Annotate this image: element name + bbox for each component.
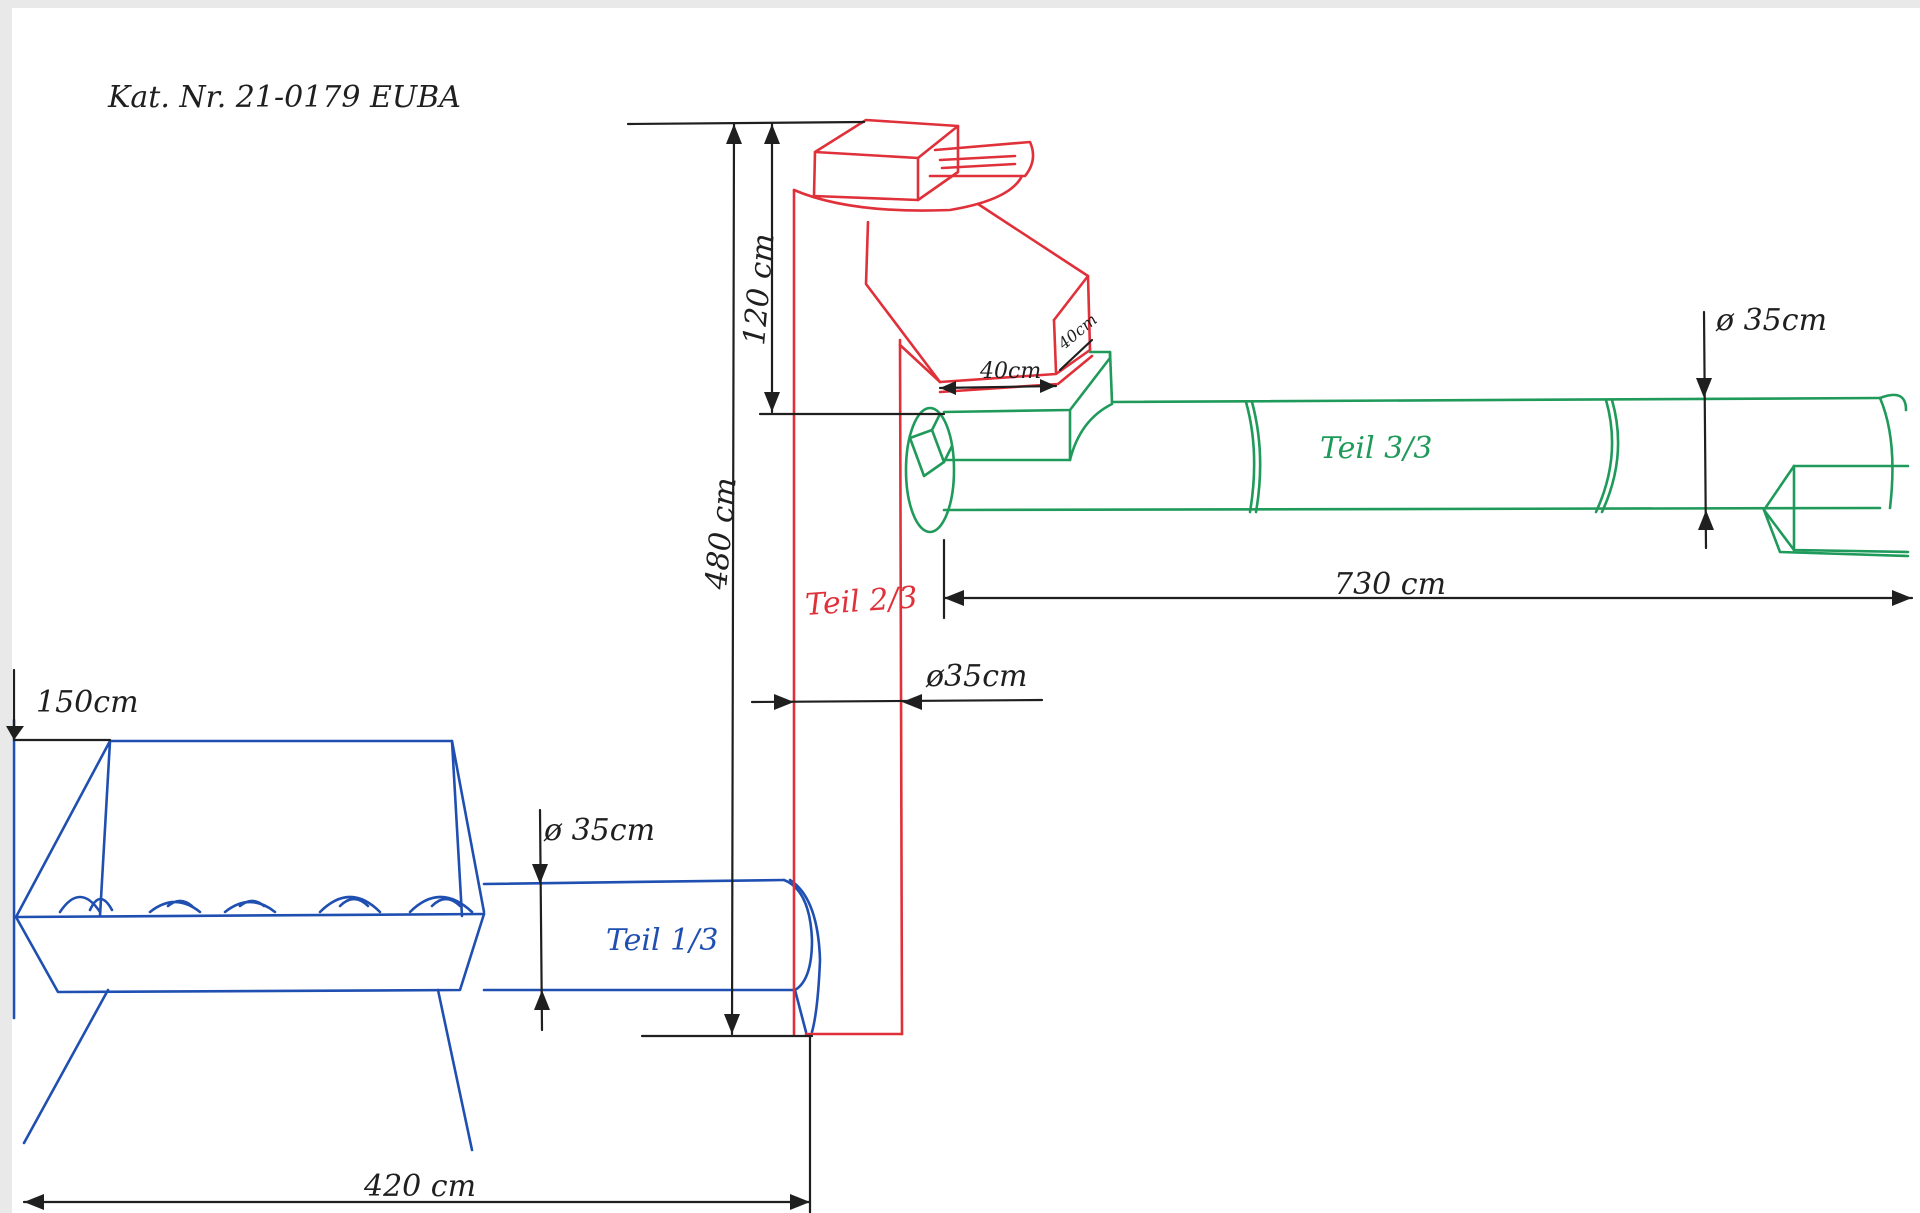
dimension-lines	[6, 120, 1914, 1213]
part-1-hopper	[12, 718, 486, 1152]
part-2-riser	[792, 118, 1094, 1036]
drawing-sheet	[12, 8, 1920, 1213]
horizontal-length-label: 730 cm	[1334, 567, 1446, 602]
part-3-diameter-label: ø 35cm	[1715, 303, 1827, 338]
total-height-label: 480 cm	[699, 476, 744, 592]
head-width-label: 40cm	[979, 359, 1041, 384]
catalog-number: Kat. Nr. 21-0179 EUBA	[107, 80, 461, 115]
part-2-label: Teil 2/3	[804, 580, 919, 623]
part-3-label: Teil 3/3	[1320, 431, 1432, 466]
part-1-tube	[482, 878, 822, 1034]
top-section-height-label: 120 cm	[737, 232, 782, 347]
base-length-label: 420 cm	[363, 1169, 476, 1204]
part-2-diameter-label: ø35cm	[925, 659, 1027, 694]
part-3-tube	[904, 350, 1910, 558]
head-depth-label: 40cm	[1054, 310, 1101, 354]
part-1-label: Teil 1/3	[606, 923, 718, 958]
part-1-diameter-label: ø 35cm	[543, 813, 655, 848]
hopper-width-label: 150cm	[36, 685, 139, 720]
